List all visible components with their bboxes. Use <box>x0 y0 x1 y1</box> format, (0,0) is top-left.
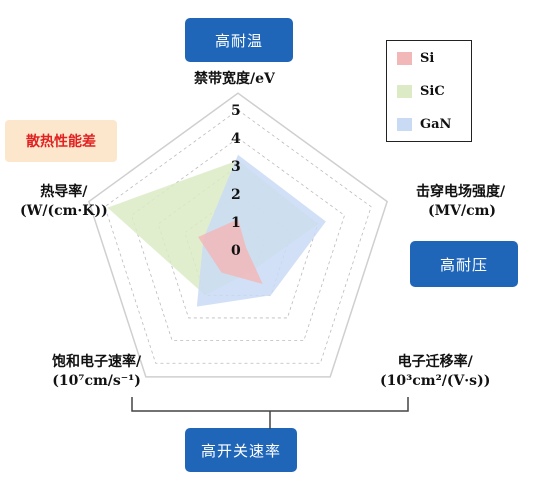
legend-label-si: Si <box>420 51 435 66</box>
axis-label-bandgap: 禁带宽度/eV <box>194 71 275 87</box>
radar-tick-4: 4 <box>231 131 241 147</box>
legend-label-gan: GaN <box>420 117 452 132</box>
radar-tick-1: 1 <box>231 215 241 231</box>
legend: Si SiC GaN <box>386 40 472 142</box>
axis-label-mobility-line2: (10³cm²/(V·s)) <box>380 373 491 389</box>
legend-swatch-gan <box>397 118 412 131</box>
legend-item-si: Si <box>397 51 434 66</box>
axis-label-saturation: 饱和电子速率/ (10⁷cm/s⁻¹) <box>52 353 141 391</box>
radar-tick-0: 0 <box>231 243 241 259</box>
axis-label-thermal-line2: (W/(cm·K)) <box>20 203 108 219</box>
axis-label-mobility: 电子迁移率/ (10³cm²/(V·s)) <box>380 353 490 391</box>
axis-label-thermal-line1: 热导率/ <box>40 184 88 200</box>
legend-label-sic: SiC <box>420 84 445 99</box>
axis-label-breakdown: 击穿电场强度/ (MV/cm) <box>416 183 505 221</box>
axis-label-saturation-line1: 饱和电子速率/ <box>52 354 142 370</box>
axis-label-mobility-line1: 电子迁移率/ <box>397 354 473 370</box>
legend-item-sic: SiC <box>397 84 445 99</box>
switch-bracket <box>131 397 409 429</box>
radar-series-si <box>198 219 263 284</box>
radar-tick-2: 2 <box>231 187 241 203</box>
radar-tick-3: 3 <box>231 159 241 175</box>
legend-swatch-si <box>397 52 412 65</box>
high-voltage-tag: 高耐压 <box>410 241 518 287</box>
legend-item-gan: GaN <box>397 117 451 132</box>
axis-label-breakdown-line2: (MV/cm) <box>428 203 497 219</box>
axis-label-thermal: 热导率/ (W/(cm·K)) <box>20 183 108 221</box>
axis-label-breakdown-line1: 击穿电场强度/ <box>416 184 506 200</box>
radar-tick-5: 5 <box>231 103 241 119</box>
radar-outer-frame <box>87 92 389 378</box>
high-switch-tag: 高开关速率 <box>185 428 297 472</box>
radar-grid-ring-5 <box>104 109 372 364</box>
poor-heat-tag: 散热性能差 <box>5 120 117 162</box>
axis-label-saturation-line2: (10⁷cm/s⁻¹) <box>52 373 141 389</box>
legend-swatch-sic <box>397 85 412 98</box>
radar-grid-ring-3 <box>157 165 319 319</box>
high-temp-tag: 高耐温 <box>185 18 293 62</box>
